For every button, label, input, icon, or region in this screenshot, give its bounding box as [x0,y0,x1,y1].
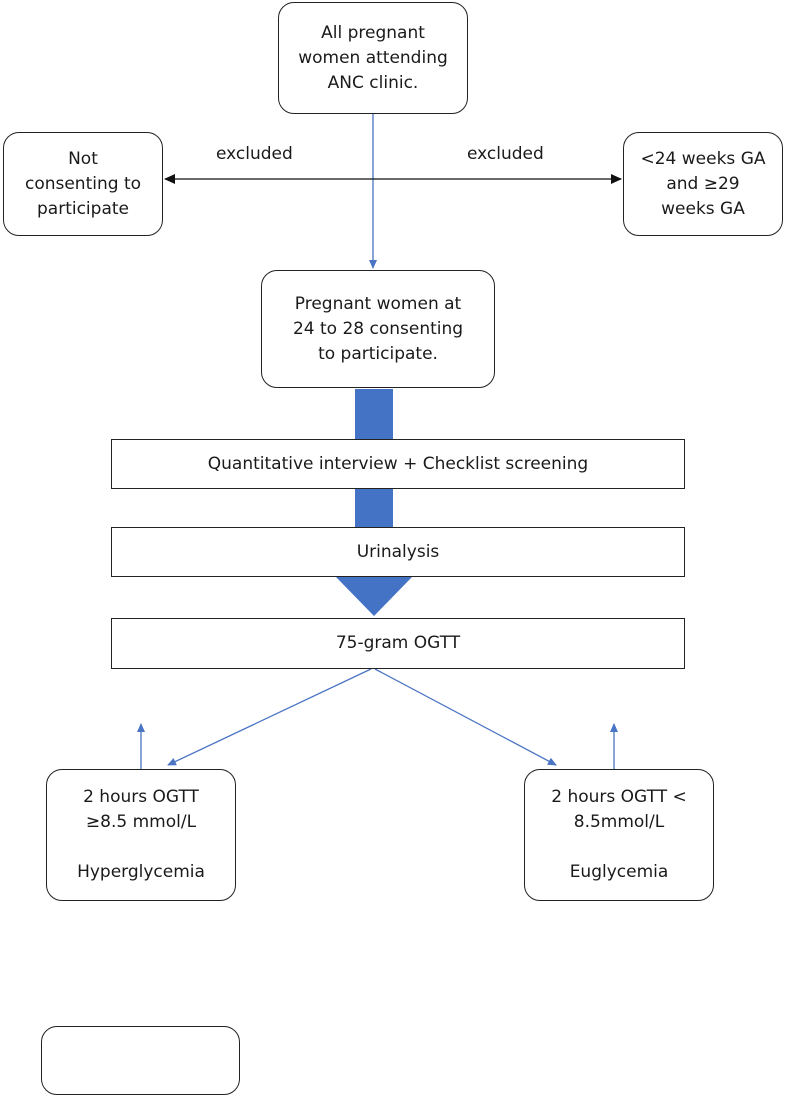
node-text: consenting to [24,173,142,194]
node-text: 24 to 28 consenting [292,318,464,339]
node-text: and ≥29 [666,173,740,194]
step-quantitative-interview: Quantitative interview + Checklist scree… [111,439,685,489]
node-text: All pregnant [321,22,425,43]
node-text: participate [37,198,129,219]
node-text: weeks GA [661,198,745,219]
step-text: Urinalysis [356,541,440,562]
node-text: Hyperglycemia [77,862,205,882]
node-text: ≥8.5 mmol/L [85,812,197,832]
node-text: 8.5mmol/L [573,812,665,832]
step-ogtt: 75-gram OGTT [111,618,685,669]
step-text: 75-gram OGTT [335,633,461,653]
excluded-label-right: excluded [467,144,544,164]
excluded-label-left: excluded [216,144,293,164]
block-arrow-segment-2 [355,489,393,527]
node-text: 2 hours OGTT [83,787,199,807]
node-gestational-age-exclusion: <24 weeks GA and ≥29 weeks GA [623,132,783,236]
connector-ogtt-to-hyper [167,668,372,766]
node-hyperglycemia: 2 hours OGTT ≥8.5 mmol/L Hyperglycemia [46,769,236,901]
node-text: 2 hours OGTT < [551,787,687,807]
node-text: to participate. [318,343,438,364]
node-all-pregnant-women: All pregnant women attending ANC clinic. [278,2,468,114]
node-text: <24 weeks GA [640,148,766,169]
step-urinalysis: Urinalysis [111,527,685,577]
block-arrow-segment-1 [355,389,393,439]
node-text: Euglycemia [569,862,669,882]
node-text: Pregnant women at [294,293,462,314]
connector-ogtt-to-eu [374,668,557,766]
block-arrow-head [336,577,412,616]
step-text: Quantitative interview + Checklist scree… [207,453,589,474]
node-euglycemia: 2 hours OGTT < 8.5mmol/L Euglycemia [524,769,714,901]
outcome-hospital-care [41,1026,240,1095]
node-text: women attending [298,47,448,68]
node-text: ANC clinic. [327,72,419,93]
node-not-consenting: Not consenting to participate [3,132,163,236]
node-eligible-pregnant-women: Pregnant women at 24 to 28 consenting to… [261,270,495,388]
node-text: Not [68,148,98,169]
